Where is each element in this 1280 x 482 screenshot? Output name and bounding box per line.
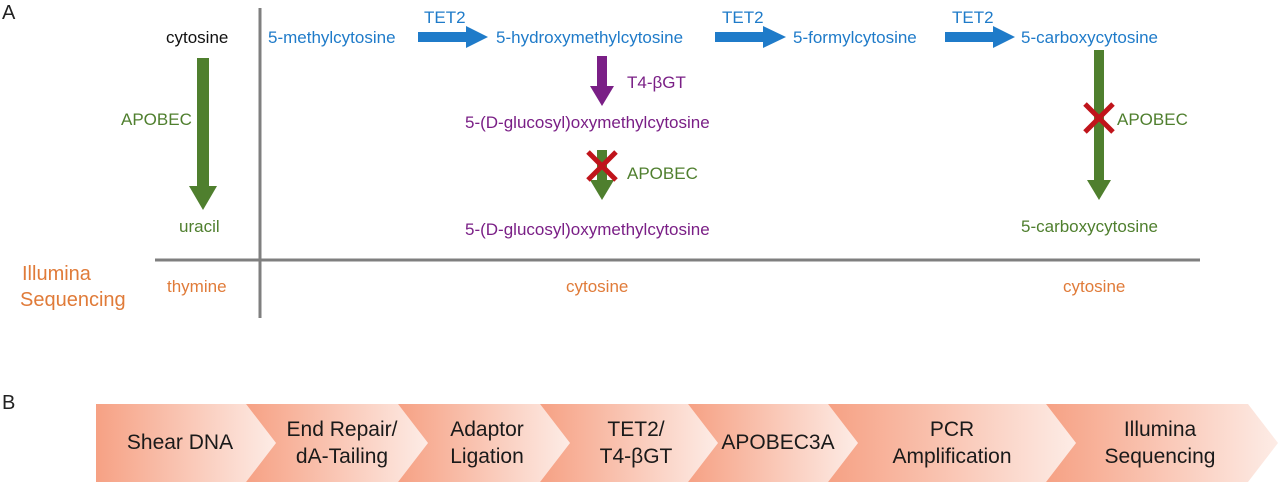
- step-2-line1: End Repair/: [286, 417, 398, 441]
- chevron-step-6: [828, 404, 1076, 482]
- chevron-step-7: [1046, 404, 1278, 482]
- hydroxymethylcytosine-label: 5-hydroxymethylcytosine: [496, 28, 684, 47]
- chevron-step-1: [96, 404, 276, 482]
- panel-b-label: B: [2, 392, 16, 414]
- uracil-label: uracil: [179, 217, 220, 236]
- thymine-label: thymine: [167, 277, 227, 296]
- step-pcr-amplification: PCR Amplification: [862, 404, 1042, 482]
- step-6-line1: PCR: [929, 417, 975, 441]
- tet2-arrow-2: [715, 26, 786, 48]
- glucosyl-hmc-label-2: 5-(D-glucosyl)oxymethylcytosine: [465, 220, 710, 239]
- step-4-line1: TET2/: [607, 417, 665, 441]
- step-3-line1: Adaptor: [450, 417, 524, 441]
- chevron-step-2: [246, 404, 428, 482]
- seq-cytosine-right-label: cytosine: [1063, 277, 1126, 296]
- chevron-step-3: [398, 404, 570, 482]
- tet2-label-2: TET2: [722, 8, 764, 27]
- block-x-mid-icon: [586, 150, 618, 182]
- apobec-arrow-left: [189, 58, 217, 210]
- tet2-arrow-1: [418, 26, 488, 48]
- block-x-right-icon: [1083, 102, 1115, 134]
- step-tet2-t4bgt: TET2/T4-βGT: [576, 404, 696, 482]
- step-6-line2: Amplification: [892, 445, 1012, 468]
- step-shear-dna: Shear DNA: [100, 404, 260, 482]
- step-end-repair: End Repair/dA-Tailing: [272, 404, 412, 482]
- step-7-line1: Illumina: [1123, 417, 1197, 441]
- t4bgt-label: T4-βGT: [627, 73, 686, 92]
- t4bgt-arrow: [590, 56, 614, 106]
- carboxycytosine-result-label: 5-carboxycytosine: [1021, 217, 1159, 236]
- tet2-label-1: TET2: [424, 8, 466, 27]
- illumina-label-line1: Illumina: [22, 263, 91, 285]
- illumina-label-line2: Sequencing: [20, 289, 126, 311]
- chevron-step-4: [540, 404, 718, 482]
- tet2-arrow-3: [945, 26, 1015, 48]
- methylcytosine-label: 5-methylcytosine: [268, 28, 396, 47]
- step-1-line1: Shear DNA: [126, 431, 234, 455]
- apobec-left-label: APOBEC: [121, 110, 192, 129]
- chevron-step-5: [688, 404, 858, 482]
- cytosine-label: cytosine: [166, 28, 229, 47]
- step-4-line2: T4-βGT: [599, 445, 673, 468]
- apobec-right-label: APOBEC: [1117, 110, 1188, 129]
- step-2-line2: dA-Tailing: [295, 445, 389, 468]
- carboxycytosine-label: 5-carboxycytosine: [1021, 28, 1159, 47]
- tet2-label-3: TET2: [952, 8, 994, 27]
- apobec-mid-label: APOBEC: [627, 164, 698, 183]
- step-7-line2: Sequencing: [1104, 445, 1216, 468]
- panel-a-label: A: [2, 2, 16, 24]
- glucosyl-hmc-label-1: 5-(D-glucosyl)oxymethylcytosine: [465, 113, 710, 132]
- step-3-line2: Ligation: [450, 445, 524, 468]
- step-5-line1: APOBEC3A: [721, 431, 835, 455]
- seq-cytosine-mid-label: cytosine: [566, 277, 629, 296]
- formylcytosine-label: 5-formylcytosine: [793, 28, 917, 47]
- step-apobec3a: APOBEC3A: [718, 404, 838, 482]
